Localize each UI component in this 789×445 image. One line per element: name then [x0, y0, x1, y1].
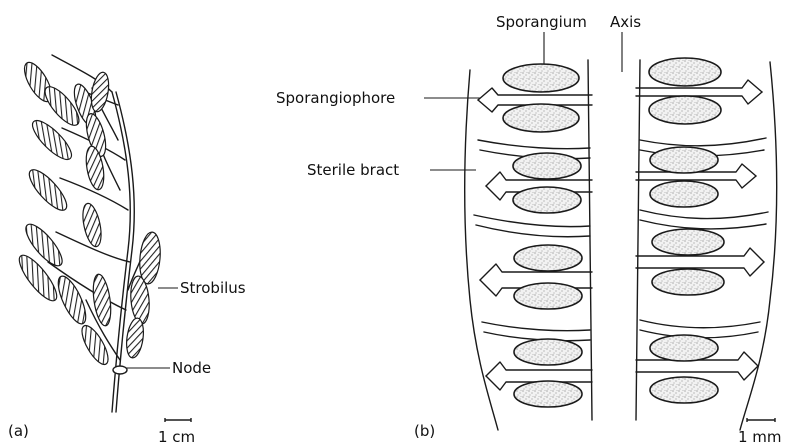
sporangia — [503, 58, 724, 407]
panel-b-drawing — [424, 32, 777, 430]
panel-b-letter: (b) — [414, 422, 435, 440]
outer-wall-right — [740, 62, 777, 430]
node-label: Node — [172, 359, 211, 377]
panel-a-letter: (a) — [8, 422, 29, 440]
panel-a-drawing — [14, 55, 178, 412]
scale-label-a: 1 cm — [158, 428, 195, 445]
scale-bar-a — [165, 418, 191, 422]
outer-wall-left — [465, 70, 498, 430]
strobilus-label: Strobilus — [180, 279, 246, 297]
sporangiophore-label: Sporangiophore — [276, 89, 395, 107]
sporangium-label: Sporangium — [496, 13, 587, 31]
axis-line-right — [636, 60, 640, 420]
node-marker — [113, 366, 127, 374]
scale-bar-b — [747, 418, 775, 422]
sterile-bract — [478, 140, 590, 149]
strobili — [14, 58, 163, 368]
scale-label-b: 1 mm — [738, 428, 782, 445]
axis-line-left — [588, 60, 592, 420]
sterile-bract-label: Sterile bract — [307, 161, 399, 179]
axis-label: Axis — [610, 13, 641, 31]
